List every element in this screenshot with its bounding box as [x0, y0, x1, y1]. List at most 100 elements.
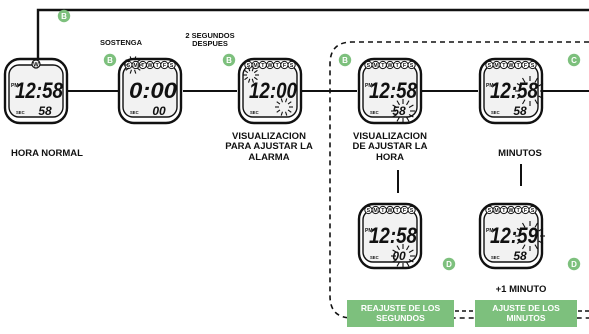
day-indicator-letter: S	[531, 208, 535, 214]
flash-mark	[392, 259, 398, 263]
day-indicator-letter: T	[261, 63, 265, 69]
flash-mark	[534, 77, 538, 83]
day-indicator-letter: F	[403, 208, 406, 214]
flash-mark	[534, 244, 538, 250]
badge-circle	[567, 53, 581, 67]
badge-circle	[567, 257, 581, 271]
label-mas-minuto: +1 MINUTO	[495, 284, 547, 295]
day-indicator-letter: W	[33, 62, 39, 68]
flash-mark	[396, 100, 400, 106]
flash-mark	[276, 109, 281, 113]
badge-circle	[338, 53, 352, 67]
sec-label: SEC	[130, 110, 139, 115]
day-indicator-letter: S	[488, 63, 492, 69]
day-indicator	[287, 60, 296, 70]
badge-b: B	[103, 53, 117, 67]
flash-mark	[248, 78, 251, 83]
day-indicator-letter: F	[283, 63, 286, 69]
day-indicator-letter: W	[509, 208, 514, 214]
flash-mark	[287, 109, 292, 113]
sec-label: SEC	[491, 255, 500, 260]
main-time-digits: 0:00	[129, 78, 178, 103]
badge-circle	[442, 257, 456, 271]
flash-mark	[251, 78, 254, 83]
badge-d: D	[567, 257, 581, 271]
seconds-digits: 58	[38, 104, 52, 118]
main-time-digits: 12:59	[490, 223, 539, 248]
flash-mark	[392, 104, 398, 108]
flash-mark	[392, 249, 398, 253]
day-indicator-letter: T	[517, 208, 521, 214]
flash-mark	[125, 59, 130, 63]
pill-reajuste-segundos: REAJUSTE DE LOS SEGUNDOS	[347, 300, 454, 327]
badge-circle	[57, 9, 71, 23]
label-vis-hora: VISUALIZACION DE AJUSTAR LA HORA	[352, 131, 428, 163]
flash-mark	[129, 69, 132, 74]
flash-mark	[516, 228, 522, 232]
pill-ajuste-minutos: AJUSTE DE LOS MINUTOS	[475, 300, 577, 327]
day-indicator-letter: F	[163, 63, 166, 69]
flash-mark	[406, 100, 410, 106]
day-indicator-letter: M	[494, 63, 498, 69]
badge-letter: C	[571, 56, 577, 65]
flash-mark	[534, 99, 538, 105]
day-indicator-letter: T	[381, 63, 385, 69]
flash-mark	[406, 261, 410, 267]
flash-mark	[396, 116, 400, 122]
flash-mark	[285, 98, 288, 103]
flash-mark	[408, 259, 414, 263]
flash-mark	[285, 111, 288, 116]
pm-indicator: PM	[486, 228, 494, 234]
day-indicator-letter: T	[381, 208, 385, 214]
sec-label: SEC	[16, 110, 25, 115]
day-indicator-letter: T	[502, 63, 506, 69]
day-indicator-letter: S	[531, 63, 535, 69]
label-dos-segundos: 2 SEGUNDOS DESPUES	[185, 31, 235, 49]
flash-mark	[244, 76, 249, 81]
badge-letter: B	[226, 56, 232, 65]
day-indicator-letter: T	[276, 63, 280, 69]
day-indicator	[167, 60, 176, 70]
flash-mark	[516, 240, 522, 244]
badge-letter: B	[342, 56, 348, 65]
flash-mark	[276, 101, 281, 105]
sec-label: SEC	[250, 110, 259, 115]
day-indicator-letter: T	[502, 208, 506, 214]
day-indicator-letter: W	[148, 63, 153, 69]
flash-mark	[280, 98, 283, 103]
flash-mark	[253, 69, 258, 74]
flash-mark	[522, 222, 526, 228]
main-time-digits: 12:00	[249, 78, 298, 103]
flash-mark	[129, 56, 132, 61]
day-indicator-letter: S	[127, 63, 131, 69]
flash-mark	[516, 95, 522, 99]
day-indicator-letter: M	[133, 63, 137, 69]
label-hora-normal: HORA NORMAL	[11, 148, 83, 159]
day-indicator-letter: S	[410, 208, 414, 214]
day-indicator-letter: S	[170, 63, 174, 69]
badge-circle	[222, 53, 236, 67]
day-indicator-letter: T	[396, 208, 400, 214]
flash-mark	[280, 111, 283, 116]
day-indicator-letter: M	[373, 63, 377, 69]
pm-indicator: PM	[365, 228, 373, 234]
day-indicator	[407, 60, 416, 70]
flash-mark	[522, 244, 526, 250]
pm-indicator: PM	[486, 83, 494, 89]
sec-label: SEC	[491, 110, 500, 115]
seconds-digits: 58	[392, 104, 406, 118]
flash-mark	[396, 261, 400, 267]
day-indicator-letter: M	[494, 208, 498, 214]
flash-mark	[251, 67, 254, 72]
day-indicator-letter: W	[268, 63, 273, 69]
day-indicator-letter: W	[388, 63, 393, 69]
badge-letter: D	[571, 260, 577, 269]
day-indicator-letter: T	[396, 63, 400, 69]
flash-mark	[134, 56, 137, 61]
flash-mark	[253, 76, 258, 81]
flash-mark	[406, 116, 410, 122]
top-loop-line	[36, 8, 589, 62]
